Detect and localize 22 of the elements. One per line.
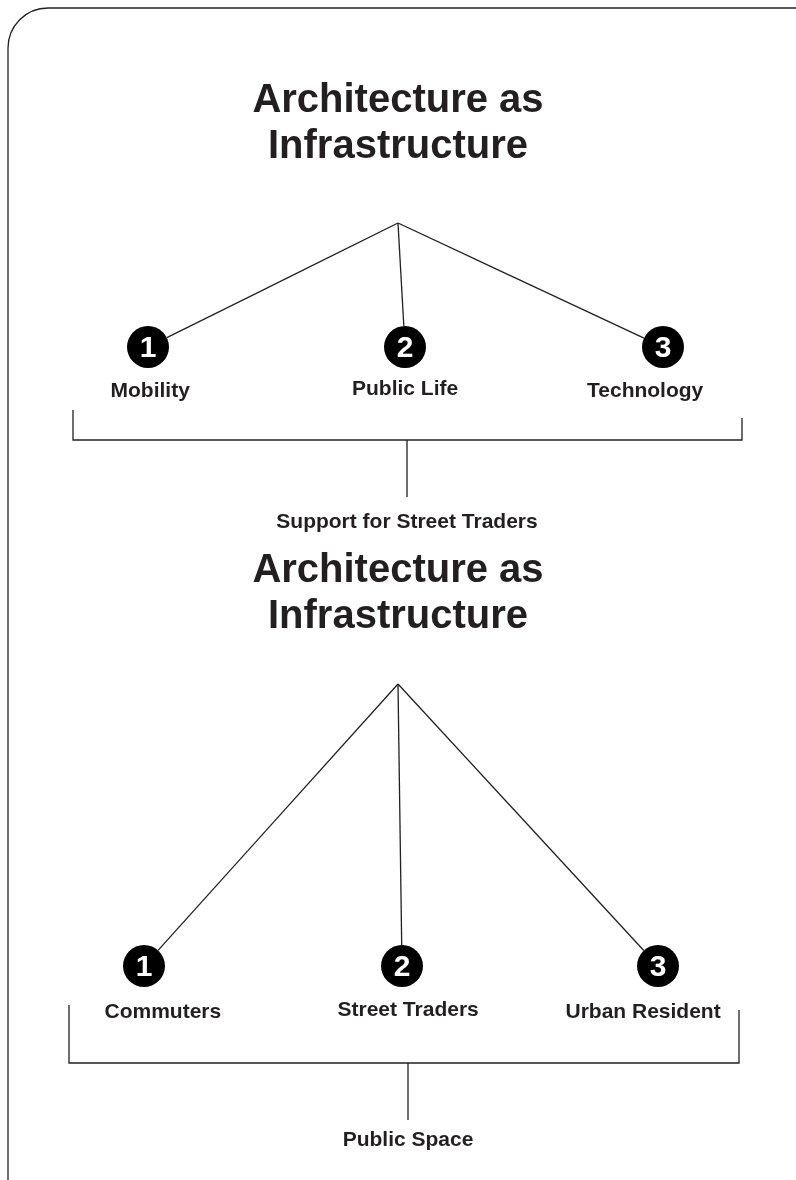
number-badge: 2 [381,945,423,987]
category-label: Street Traders [337,997,479,1021]
connector-line [397,222,645,339]
connector-line [397,683,645,952]
number-badge: 3 [642,326,684,368]
category-label: Technology [587,378,704,402]
category-label: Commuters [104,999,222,1023]
diagram-title: Architecture as Infrastructure [248,75,548,223]
category-label: Urban Resident [565,999,721,1023]
number-badge: 1 [127,326,169,368]
category-label: Public Life [352,376,459,400]
connector-line [397,222,405,327]
connector-line [166,222,399,339]
diagram-title: Architecture as Infrastructure [248,545,548,684]
connector-line [157,683,399,952]
number-badge: 1 [123,945,165,987]
connector-line [397,683,403,946]
summary-label: Public Space [208,1126,608,1154]
number-badge: 3 [637,945,679,987]
summary-label: Support for Street Traders [207,508,607,536]
number-badge: 2 [384,326,426,368]
category-label: Mobility [110,378,190,402]
